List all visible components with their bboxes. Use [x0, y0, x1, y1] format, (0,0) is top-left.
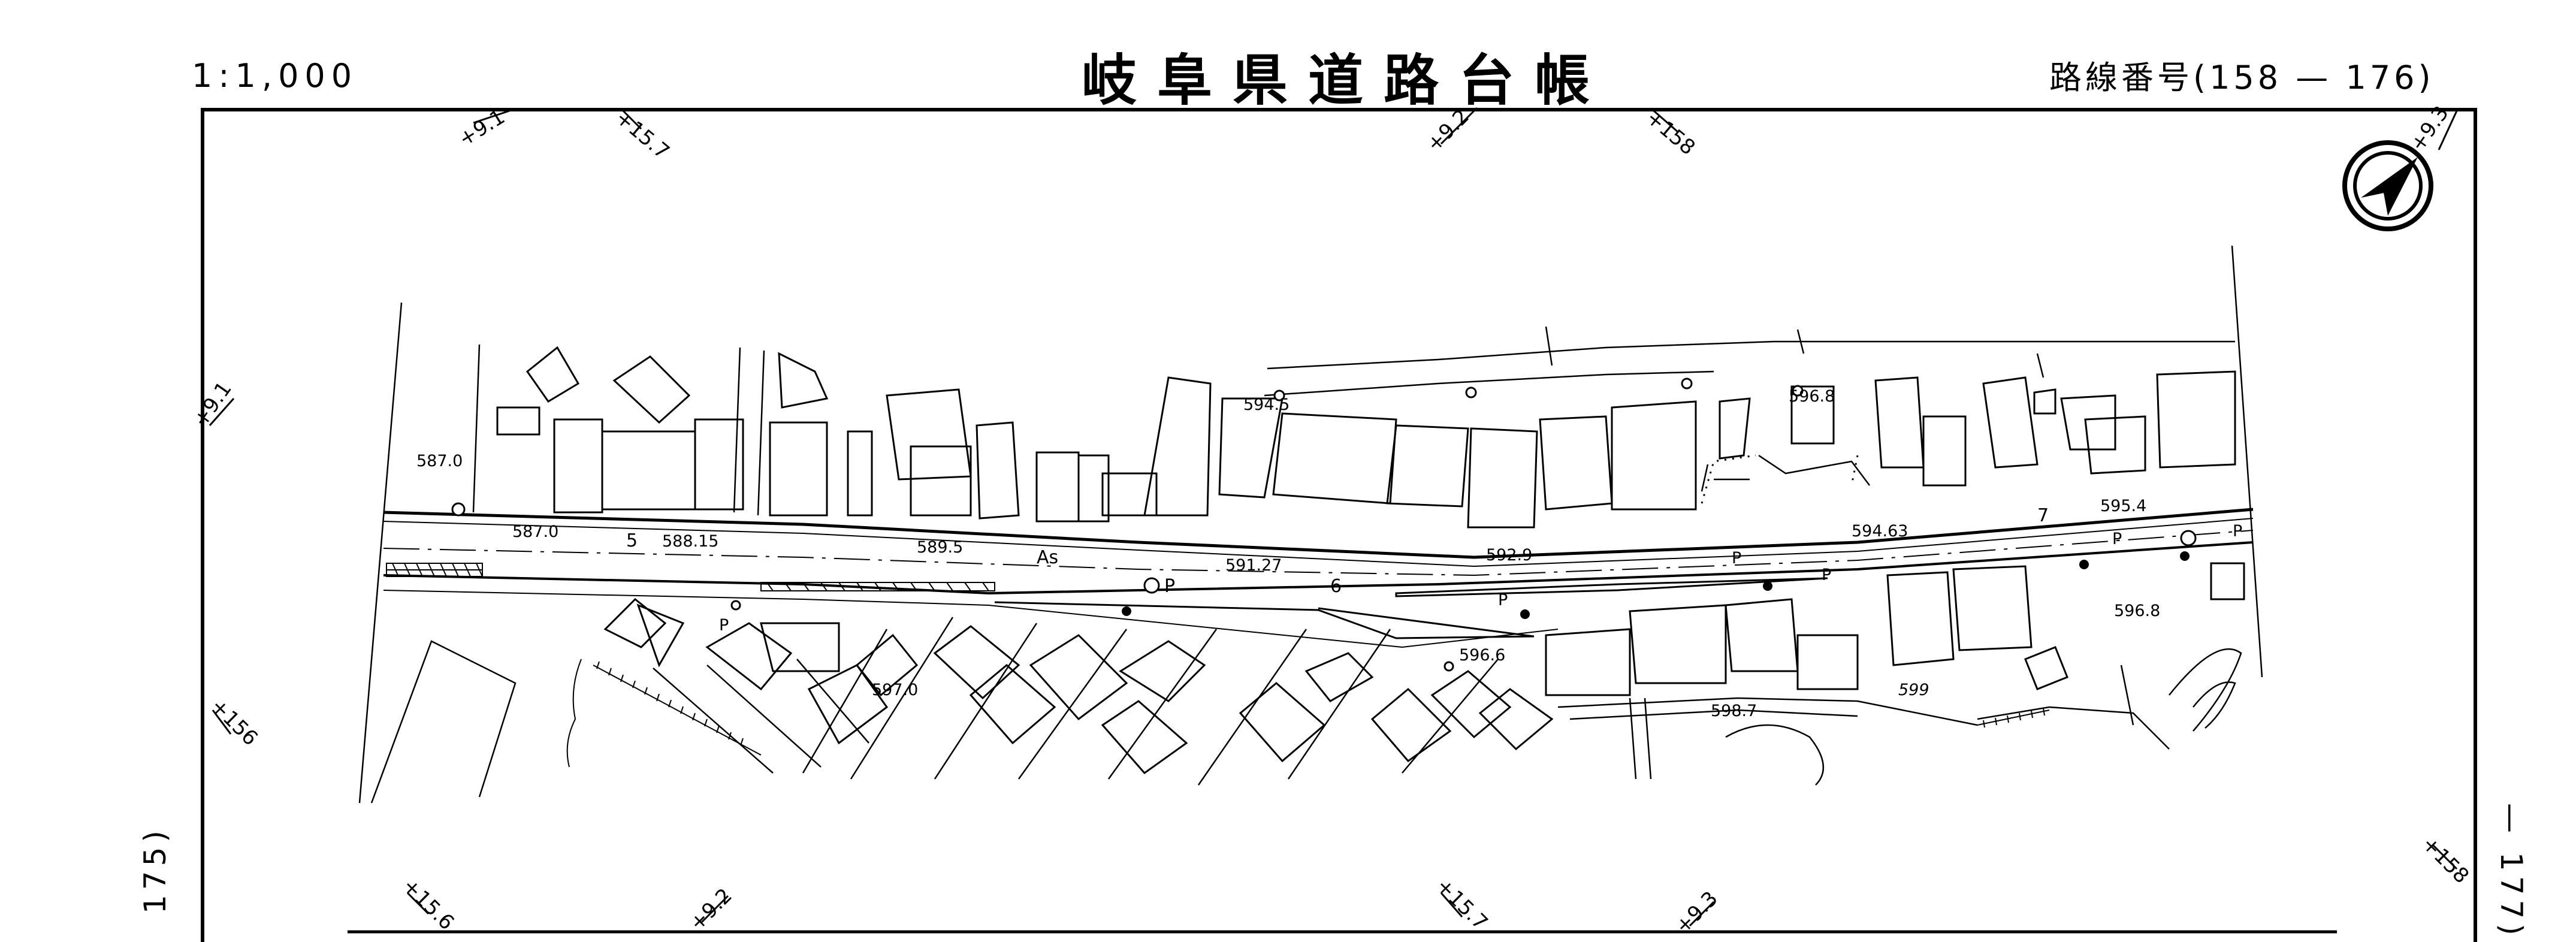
pavement-type-label: As	[1037, 547, 1058, 568]
station-label-top-1: +9.1	[455, 105, 509, 152]
dotted-boundaries	[1701, 454, 1859, 504]
median-island	[994, 577, 1828, 639]
mapped-area-boundary	[358, 245, 2263, 804]
parking-label: P	[1732, 549, 1741, 567]
map-title: 岐阜県道路台帳	[1082, 49, 1611, 113]
elevation-label: 596.8	[1789, 387, 1835, 406]
embankment-marks	[566, 659, 2050, 768]
road-width-label: 5	[626, 530, 638, 551]
parking-label: P	[1822, 566, 1831, 584]
elevation-label: 594.5	[1243, 395, 1289, 414]
road-hatch	[386, 563, 995, 591]
road-width-label: 6	[1330, 576, 1342, 597]
parking-label: P	[719, 616, 729, 635]
parking-label: P	[1164, 576, 1175, 597]
property-lines-south	[370, 617, 2170, 804]
elevation-label: 587.0	[512, 523, 558, 541]
station-label-top-3: +9.2	[1422, 105, 1474, 157]
elevation-label: 598.7	[1711, 702, 1757, 720]
elevation-label: 591.27	[1225, 556, 1282, 575]
north-arrow-icon	[2342, 140, 2433, 231]
elevation-label: 595.4	[2100, 497, 2146, 515]
elevation-label: 588.15	[662, 532, 718, 551]
station-label-right-1: +158	[2417, 832, 2474, 888]
elevation-label: 597.0	[872, 681, 918, 699]
elevation-label: 599	[1898, 681, 1929, 699]
station-label-top-4: +158	[1641, 105, 1699, 160]
map-scale: 1:1,000	[192, 57, 358, 95]
elevation-label: 596.6	[1459, 646, 1505, 665]
parking-label: P	[2112, 530, 2122, 548]
station-label-bottom-3: +15.7	[1432, 874, 1493, 935]
station-label-bottom-2: +9.2	[685, 884, 737, 936]
elevation-label: 596.8	[2114, 602, 2160, 620]
elevation-label: 587.0	[416, 452, 463, 470]
station-label-left-2: +156	[206, 694, 262, 750]
property-lines-north	[472, 326, 2235, 516]
road	[383, 508, 2254, 648]
parking-label: P	[1498, 591, 1508, 609]
buildings-south	[603, 562, 2245, 775]
elevation-label: 594.63	[1852, 522, 1908, 541]
utility-symbols	[451, 378, 2197, 672]
buildings-north	[496, 346, 2236, 529]
station-label-top-2: +15.7	[611, 105, 674, 164]
station-label-bottom-1: +15.6	[398, 874, 459, 935]
sheet-frame	[201, 108, 2477, 942]
garden-outline	[1725, 648, 2242, 786]
station-markers	[209, 107, 2458, 927]
pole-symbols	[1122, 551, 2190, 619]
road-width-label: 7	[2037, 505, 2049, 526]
elevation-label: 589.5	[917, 538, 963, 557]
parking-label: P	[2233, 522, 2242, 541]
elevation-label: 592.9	[1486, 546, 1532, 564]
route-number: 路線番号(158 — 176)	[2049, 59, 2435, 96]
